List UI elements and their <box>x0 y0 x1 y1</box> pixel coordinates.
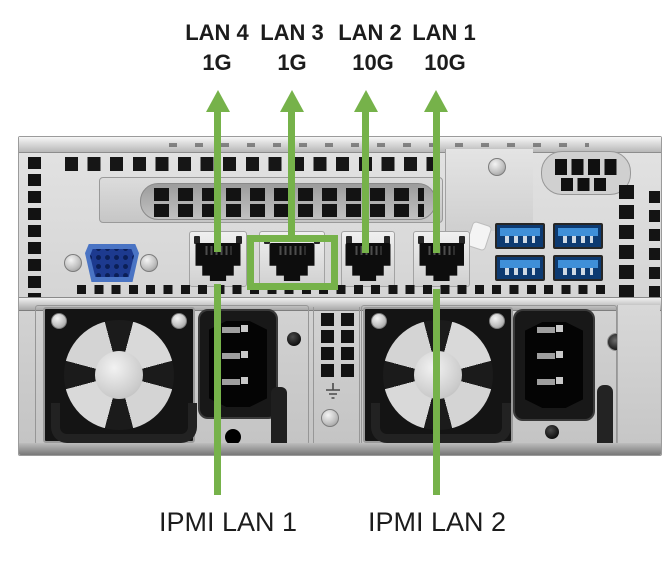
speed-label-lan2: 10G <box>352 50 394 75</box>
serial-knockout-holes-bottom <box>561 178 609 191</box>
speed-label-lan3: 1G <box>277 50 307 75</box>
speed-label-lan1: 10G <box>424 50 466 75</box>
psu-left-pin-mid <box>222 351 248 359</box>
lan1-led-right <box>459 236 465 244</box>
psu-left-fan-screw-right <box>171 313 187 329</box>
lan3-highlight-box <box>247 235 338 290</box>
lan4-led-left <box>194 236 200 244</box>
serial-knockout-holes-top <box>555 159 619 175</box>
lan2-arrow-icon <box>354 90 378 112</box>
lan1-arrow-icon <box>424 90 448 112</box>
port-label-lan2: LAN 2 <box>338 20 402 45</box>
usb-port-3 <box>495 255 545 281</box>
ipmi-lan2-callout-line <box>433 289 440 495</box>
vga-screw-left <box>64 254 82 272</box>
psu-right-dark-screw <box>545 425 559 439</box>
psu-right-pin-top <box>537 325 563 333</box>
psu-left-pin-top <box>222 325 248 333</box>
usb-port-4 <box>553 255 603 281</box>
port-label-lan1: LAN 1 <box>412 20 476 45</box>
psu-left-release-clip <box>271 387 287 449</box>
psu-right-fan-screw-right <box>489 313 505 329</box>
ipmi-lan1-label: IPMI LAN 1 <box>158 507 298 537</box>
psu-right-pin-mid <box>537 351 563 359</box>
ground-symbol-icon <box>326 383 340 399</box>
psu-divider-edge-right <box>359 307 360 445</box>
lan1-port <box>413 231 470 287</box>
chassis-vent-dash-strip <box>77 285 613 294</box>
pci-bracket-vent-row <box>65 157 453 171</box>
psu-right-pin-bottom <box>537 377 563 385</box>
ipmi-lan2-label: IPMI LAN 2 <box>367 507 507 537</box>
psu-right-release-lever <box>597 385 613 453</box>
psu-left-pin-bottom <box>222 377 248 385</box>
serial-port-knockout <box>541 151 631 195</box>
lan1-led-left <box>418 236 424 244</box>
psu-right-fan-screw-left <box>371 313 387 329</box>
psu-left-vent-hole <box>225 429 241 445</box>
lan3-callout-line <box>288 111 295 239</box>
port-label-lan3: LAN 3 <box>260 20 324 45</box>
server-rear-panel-photo <box>18 136 662 456</box>
lan3-jack <box>269 243 315 281</box>
psu-left-fan-screw-left <box>51 313 67 329</box>
psu-right-ac-inlet <box>513 309 595 421</box>
chassis-right-panel <box>617 305 660 445</box>
psu-divider-vent-col-a <box>321 313 334 379</box>
bracket-screw <box>488 158 506 176</box>
lan4-led-right <box>236 236 242 244</box>
psu-right-c14-socket <box>525 322 583 408</box>
psu-left-dark-screw <box>287 332 301 346</box>
lan2-callout-line <box>362 111 369 253</box>
psu-divider-edge-left <box>313 307 314 445</box>
usb-port-1 <box>495 223 545 249</box>
chassis-top-rail-vents <box>169 143 589 147</box>
chassis-vents-right-edge <box>649 191 660 299</box>
lan2-led-right <box>384 236 390 244</box>
chassis-bottom-edge <box>19 443 661 455</box>
port-label-lan4: LAN 4 <box>185 20 249 45</box>
lan4-callout-line-upper <box>214 111 221 252</box>
vga-pins <box>90 249 134 277</box>
lan3-arrow-icon <box>280 90 304 112</box>
psu-divider-screw <box>321 409 339 427</box>
psu-left-fan-hub <box>95 351 143 399</box>
lan2-led-left <box>346 236 352 244</box>
pci-slot-cover <box>99 177 443 223</box>
psu-left-ac-inlet <box>198 309 278 419</box>
chassis-vents-right <box>619 185 634 307</box>
psu-right-handle <box>371 403 511 443</box>
ipmi-lan1-callout-line <box>214 284 221 495</box>
speed-label-lan4: 1G <box>202 50 232 75</box>
lan1-jack <box>419 243 464 281</box>
vga-screw-right <box>140 254 158 272</box>
psu-left-handle <box>51 403 197 443</box>
psu-divider-vent-col-b <box>341 313 354 379</box>
lan1-callout-line-upper <box>433 111 440 253</box>
vga-port <box>85 244 139 282</box>
lan4-arrow-icon <box>206 90 230 112</box>
chassis-vents-left <box>28 157 41 299</box>
usb-port-2 <box>553 223 603 249</box>
lan4-port <box>189 231 247 287</box>
psu-left-fan <box>43 307 195 443</box>
